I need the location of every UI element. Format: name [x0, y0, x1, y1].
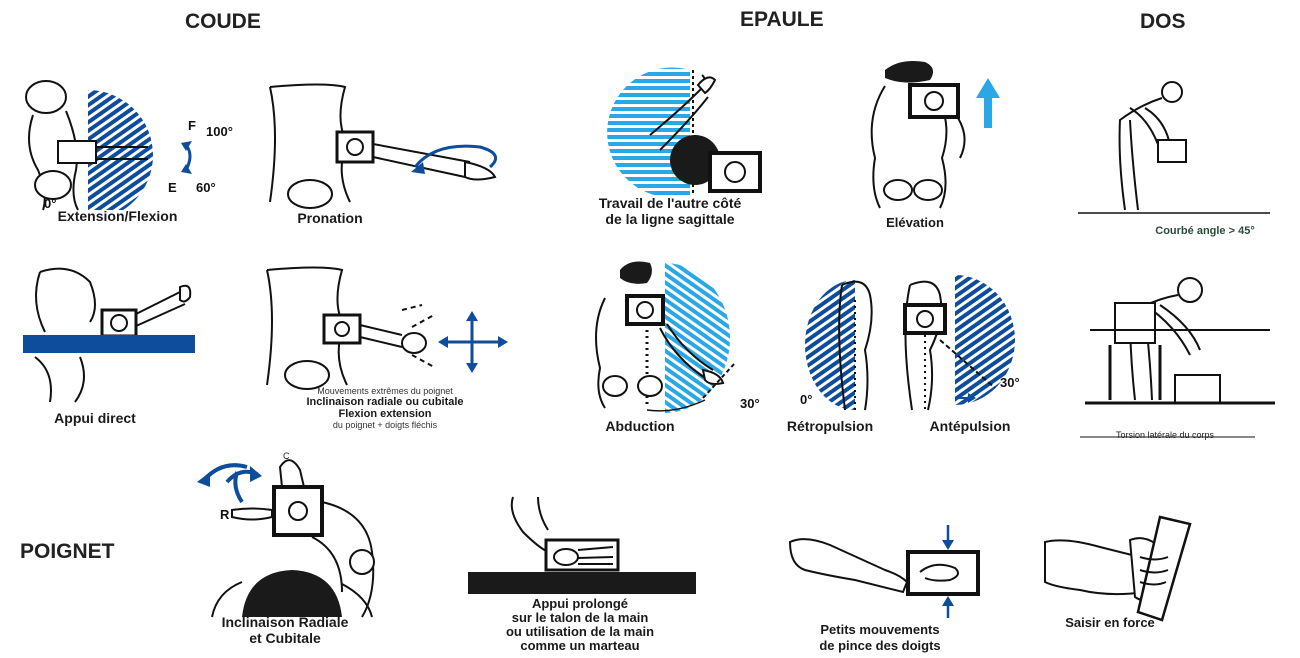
torsion-caption: Torsion latérale du corps [1075, 427, 1255, 443]
inclinaison-figure [192, 452, 392, 622]
petits-mouvements-figure [785, 520, 985, 620]
appui-prolonge-line1: Appui prolongé [470, 597, 690, 611]
flexion-angle: 100° [206, 124, 233, 139]
mouvements-poignet-figure [262, 265, 522, 390]
inclinaison-line2: et Cubitale [195, 630, 375, 646]
torsion-figure [1080, 275, 1280, 425]
travail-autre-cote-figure [590, 65, 790, 195]
mouvements-line4: du poignet + doigts fléchis [250, 420, 520, 431]
saisir-en-force-figure [1040, 512, 1200, 622]
extension-label: E [168, 180, 177, 195]
pronation-caption: Pronation [270, 210, 390, 226]
flexion-label: F [188, 118, 196, 133]
antepulsion-caption: Antépulsion [910, 418, 1030, 434]
appui-prolonge-figure [468, 492, 698, 597]
courbe-caption: Courbé angle > 45° [1120, 223, 1290, 239]
saisir-caption: Saisir en force [1035, 615, 1185, 631]
header-coude: COUDE [185, 10, 261, 34]
travail-line1: Travail de l'autre côté [570, 195, 770, 211]
appui-prolonge-line2: sur le talon de la main [470, 611, 690, 625]
header-epaule: EPAULE [740, 8, 824, 32]
extension-angle: 60° [196, 180, 216, 195]
petits-mouvements-line2: de pince des doigts [780, 638, 980, 654]
retropulsion-caption: Rétropulsion [770, 418, 890, 434]
appui-direct-figure [20, 262, 200, 407]
appui-prolonge-line3: ou utilisation de la main [470, 625, 690, 639]
mouvements-line3: Flexion extension [250, 408, 520, 420]
inclinaison-line1: Inclinaison Radiale [195, 614, 375, 630]
elevation-figure [860, 58, 1010, 213]
travail-line2: de la ligne sagittale [570, 211, 770, 227]
abduction-angle: 30° [740, 396, 760, 411]
mouvements-line2: Inclinaison radiale ou cubitale [250, 396, 520, 408]
courbe-figure [1070, 80, 1280, 220]
petits-mouvements-line1: Petits mouvements [780, 622, 980, 638]
appui-direct-caption: Appui direct [20, 410, 170, 426]
header-dos: DOS [1140, 10, 1186, 34]
abduction-caption: Abduction [585, 418, 695, 434]
radiale-label: R [220, 507, 229, 522]
header-poignet: POIGNET [20, 540, 115, 564]
elevation-caption: Elévation [860, 215, 970, 231]
antepulsion-angle: 30° [1000, 375, 1020, 390]
pronation-figure [265, 82, 515, 207]
retropulsion-angle: 0° [800, 392, 812, 407]
appui-prolonge-line4: comme un marteau [470, 639, 690, 653]
abduction-figure [585, 258, 765, 413]
cubitale-label: C [283, 451, 290, 461]
extension-flexion-caption: Extension/Flexion [10, 208, 225, 224]
